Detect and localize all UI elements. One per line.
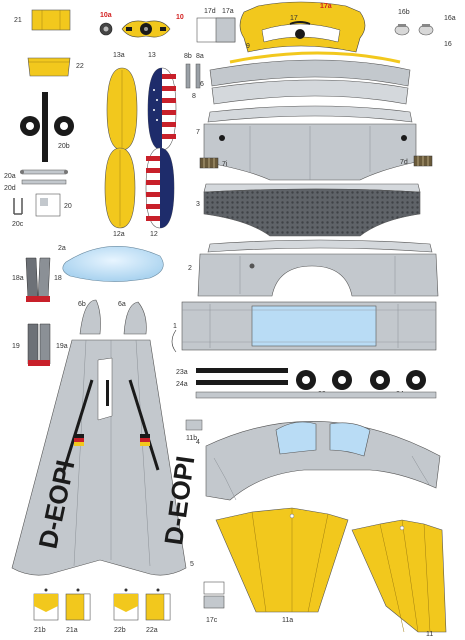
part-21-wing-strip <box>31 9 71 31</box>
part-22a <box>145 588 171 621</box>
label-17d: 17d <box>204 8 216 15</box>
part-23a-24a-stripes <box>196 368 288 385</box>
label-17: 17 <box>290 15 298 22</box>
label-21: 21 <box>14 17 22 24</box>
part-11a-wing <box>215 507 349 613</box>
part-7d-hinge <box>413 155 433 167</box>
label-20a: 20a <box>4 173 16 180</box>
label-9: 9 <box>246 43 250 50</box>
label-10: 10 <box>176 14 184 21</box>
label-11: 11 <box>426 631 433 638</box>
label-6b: 6b <box>78 301 86 308</box>
label-6-top: 6 <box>200 81 204 88</box>
part-2-fuselage-section <box>197 239 439 297</box>
part-20b-main-wheels <box>20 92 74 162</box>
label-19a: 19a <box>56 343 68 350</box>
part-5-tail-fuselage <box>11 339 187 576</box>
part-10a-wheel <box>99 22 113 36</box>
part-20c-clips <box>13 198 23 215</box>
label-22: 22 <box>76 63 84 70</box>
part-3-belly-section <box>203 183 421 237</box>
part-16-pedals <box>394 24 434 36</box>
label-7: 7 <box>196 129 200 136</box>
part-22b <box>113 588 139 621</box>
label-3: 3 <box>196 201 200 208</box>
label-24a: 24a <box>176 381 188 388</box>
label-20c: 20c <box>12 221 24 228</box>
label-20b: 20b <box>58 143 70 150</box>
part-9-cockpit-arch <box>239 1 366 53</box>
label-1: 1 <box>173 323 177 330</box>
part-22-tail-strip <box>27 57 71 77</box>
part-17c <box>203 581 225 609</box>
label-18a: 18a <box>12 275 24 282</box>
part-4-canopy-frame <box>205 421 441 501</box>
part-20a-axle <box>20 169 68 185</box>
label-16b: 16b <box>398 9 410 16</box>
label-23a: 23a <box>176 369 188 376</box>
label-2a: 2a <box>58 245 66 252</box>
label-11a: 11a <box>282 617 293 624</box>
label-13: 13 <box>148 52 156 59</box>
label-2: 2 <box>188 265 192 272</box>
label-12: 12 <box>150 231 158 238</box>
label-20: 20 <box>64 203 72 210</box>
label-6a: 6a <box>118 301 126 308</box>
part-13-wheel-pant-flag <box>147 67 177 151</box>
part-24-tires <box>370 370 426 390</box>
part-1-fuselage-window <box>181 301 437 351</box>
label-22a: 22a <box>146 627 158 634</box>
part-7-fuselage-section <box>203 105 417 181</box>
label-8: 8 <box>192 93 196 100</box>
part-2a-canopy <box>62 246 164 282</box>
label-17a-red: 17a <box>320 3 332 10</box>
part-18-exhaust <box>25 257 51 302</box>
part-6b-fin <box>79 299 101 335</box>
part-21b <box>33 588 59 621</box>
label-21b: 21b <box>34 627 46 634</box>
label-17a: 17a <box>222 8 234 15</box>
part-10-spinner <box>121 20 171 38</box>
label-8b: 8b <box>184 53 192 60</box>
part-11b-tab <box>185 419 203 431</box>
part-9-fuselage-band <box>209 51 411 105</box>
fold-arrow <box>171 329 177 353</box>
part-tabs-strip <box>195 391 437 399</box>
label-5: 5 <box>190 561 194 568</box>
label-13a: 13a <box>113 52 125 59</box>
part-12a-wheel-pant <box>104 147 136 229</box>
label-19: 19 <box>12 343 20 350</box>
label-8a: 8a <box>196 53 204 60</box>
label-20d: 20d <box>4 185 16 192</box>
label-21a: 21a <box>66 627 78 634</box>
part-13a-wheel-pant <box>106 67 138 151</box>
label-18: 18 <box>54 275 62 282</box>
label-7d: 7d <box>400 159 408 166</box>
part-17a-panel <box>196 17 236 43</box>
part-23-tires <box>296 370 352 390</box>
label-16a: 16a <box>444 15 456 22</box>
part-20-bracket <box>35 193 61 217</box>
part-7i-hinge <box>199 157 219 169</box>
label-17c: 17c <box>206 617 218 624</box>
label-4: 4 <box>196 439 200 446</box>
label-7i: 7i <box>222 161 228 168</box>
part-8-struts <box>185 63 201 89</box>
label-10a: 10a <box>100 12 112 19</box>
part-11-wing <box>351 519 447 633</box>
label-22b: 22b <box>114 627 126 634</box>
part-6a-fin <box>123 301 147 335</box>
label-11b: 11b <box>186 435 197 442</box>
part-12-wheel-pant-flag <box>145 147 175 229</box>
part-21a <box>65 588 91 621</box>
label-16: 16 <box>444 41 452 48</box>
label-12a: 12a <box>113 231 125 238</box>
part-19-exhaust <box>27 323 51 366</box>
